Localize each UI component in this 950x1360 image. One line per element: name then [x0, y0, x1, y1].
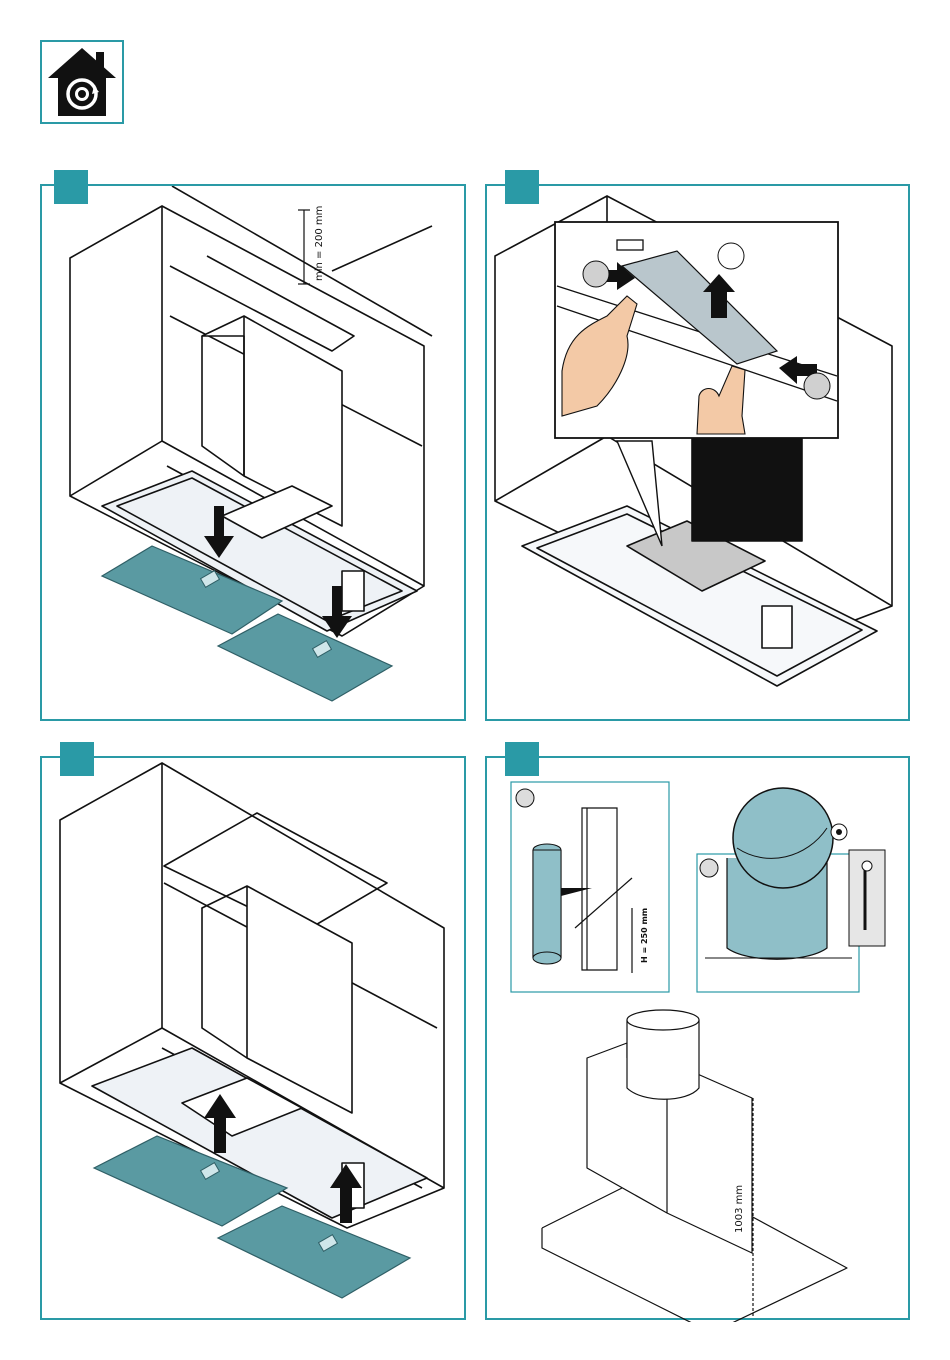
total-height-label: 1003 mm: [734, 1185, 745, 1233]
grease-filter-right: [218, 1206, 410, 1298]
step-panel-1: min = 200 mm: [40, 184, 466, 721]
detail-callout: [555, 222, 838, 438]
callout-marker-a: [583, 261, 609, 287]
step-panel-3: [40, 756, 466, 1320]
house-icon: [42, 42, 122, 122]
duct-height-label: H = 250 mm: [640, 908, 649, 963]
step-badge-4: [505, 742, 539, 776]
inset-marker-a: [516, 789, 534, 807]
remove-filters-illustration: [42, 758, 468, 1322]
grease-filter-right: [218, 614, 392, 701]
install-filters-illustration: min = 200 mm: [42, 186, 468, 723]
step-panel-4: H = 250 mm 1003 mm: [485, 756, 910, 1320]
callout-marker-b: [718, 243, 744, 269]
step-panel-2: [485, 184, 910, 721]
duct-assembly-illustration: H = 250 mm 1003 mm: [487, 758, 912, 1322]
remove-bracket-illustration: [487, 186, 912, 723]
inset-marker-b: [700, 859, 718, 877]
min-height-label: min = 200 mm: [314, 206, 325, 281]
callout-marker-c: [804, 373, 830, 399]
step-badge-2: [505, 170, 539, 204]
step-badge-1: [54, 170, 88, 204]
zoom-magnifier: [733, 788, 833, 888]
step-badge-3: [60, 742, 94, 776]
recirculation-mode-icon: [40, 40, 124, 124]
